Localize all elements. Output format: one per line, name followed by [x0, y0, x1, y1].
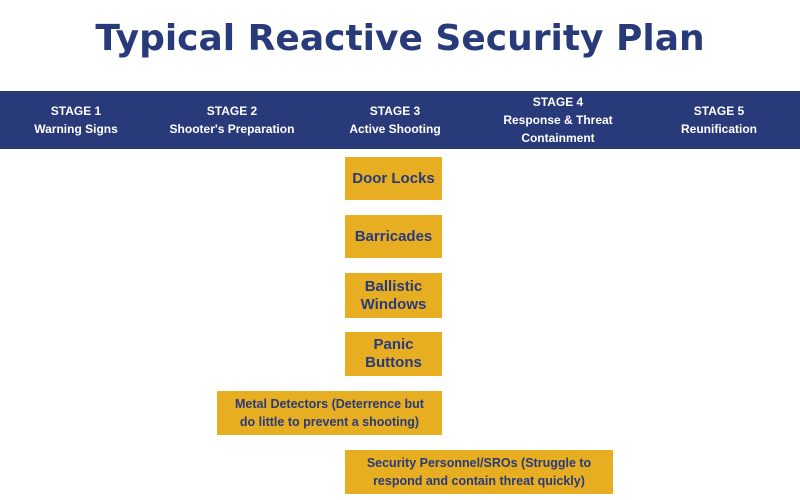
page-title: Typical Reactive Security Plan: [95, 18, 705, 59]
measure-security-personnel: Security Personnel/SROs (Struggle to res…: [345, 450, 613, 494]
stage-number: STAGE 2: [206, 104, 258, 118]
stage-1: STAGE 1 Warning Signs: [0, 91, 152, 149]
measure-metal-detectors: Metal Detectors (Deterrence but do littl…: [217, 391, 442, 435]
measure-label: Metal Detectors (Deterrence but do littl…: [235, 397, 424, 429]
stage-3: STAGE 3 Active Shooting: [312, 91, 478, 149]
stage-name: Warning Signs: [34, 122, 118, 136]
stage-number: STAGE 5: [693, 104, 745, 118]
stage-header-bar: STAGE 1 Warning Signs STAGE 2 Shooter's …: [0, 91, 800, 149]
measure-barricades: Barricades: [345, 215, 442, 258]
measure-label: Barricades: [354, 227, 433, 245]
stage-name: Active Shooting: [349, 122, 441, 136]
stage-name: Shooter's Preparation: [169, 122, 295, 136]
measure-label: Ballistic Windows: [360, 277, 427, 313]
measure-panic-buttons: Panic Buttons: [345, 332, 442, 376]
stage-2: STAGE 2 Shooter's Preparation: [152, 91, 312, 149]
measure-label: Panic Buttons: [365, 336, 422, 371]
measure-label: Security Personnel/SROs (Struggle to res…: [366, 456, 592, 488]
measure-label: Door Locks: [352, 169, 435, 187]
stage-4: STAGE 4 Response & Threat Containment: [478, 91, 638, 149]
stage-number: STAGE 1: [50, 104, 102, 118]
stage-number: STAGE 4: [532, 95, 584, 109]
stage-number: STAGE 3: [369, 104, 421, 118]
stage-5: STAGE 5 Reunification: [638, 91, 800, 149]
stage-name: Reunification: [680, 122, 757, 136]
stage-name: Response & Threat Containment: [503, 113, 613, 145]
measure-door-locks: Door Locks: [345, 157, 442, 200]
measure-ballistic-windows: Ballistic Windows: [345, 273, 442, 318]
